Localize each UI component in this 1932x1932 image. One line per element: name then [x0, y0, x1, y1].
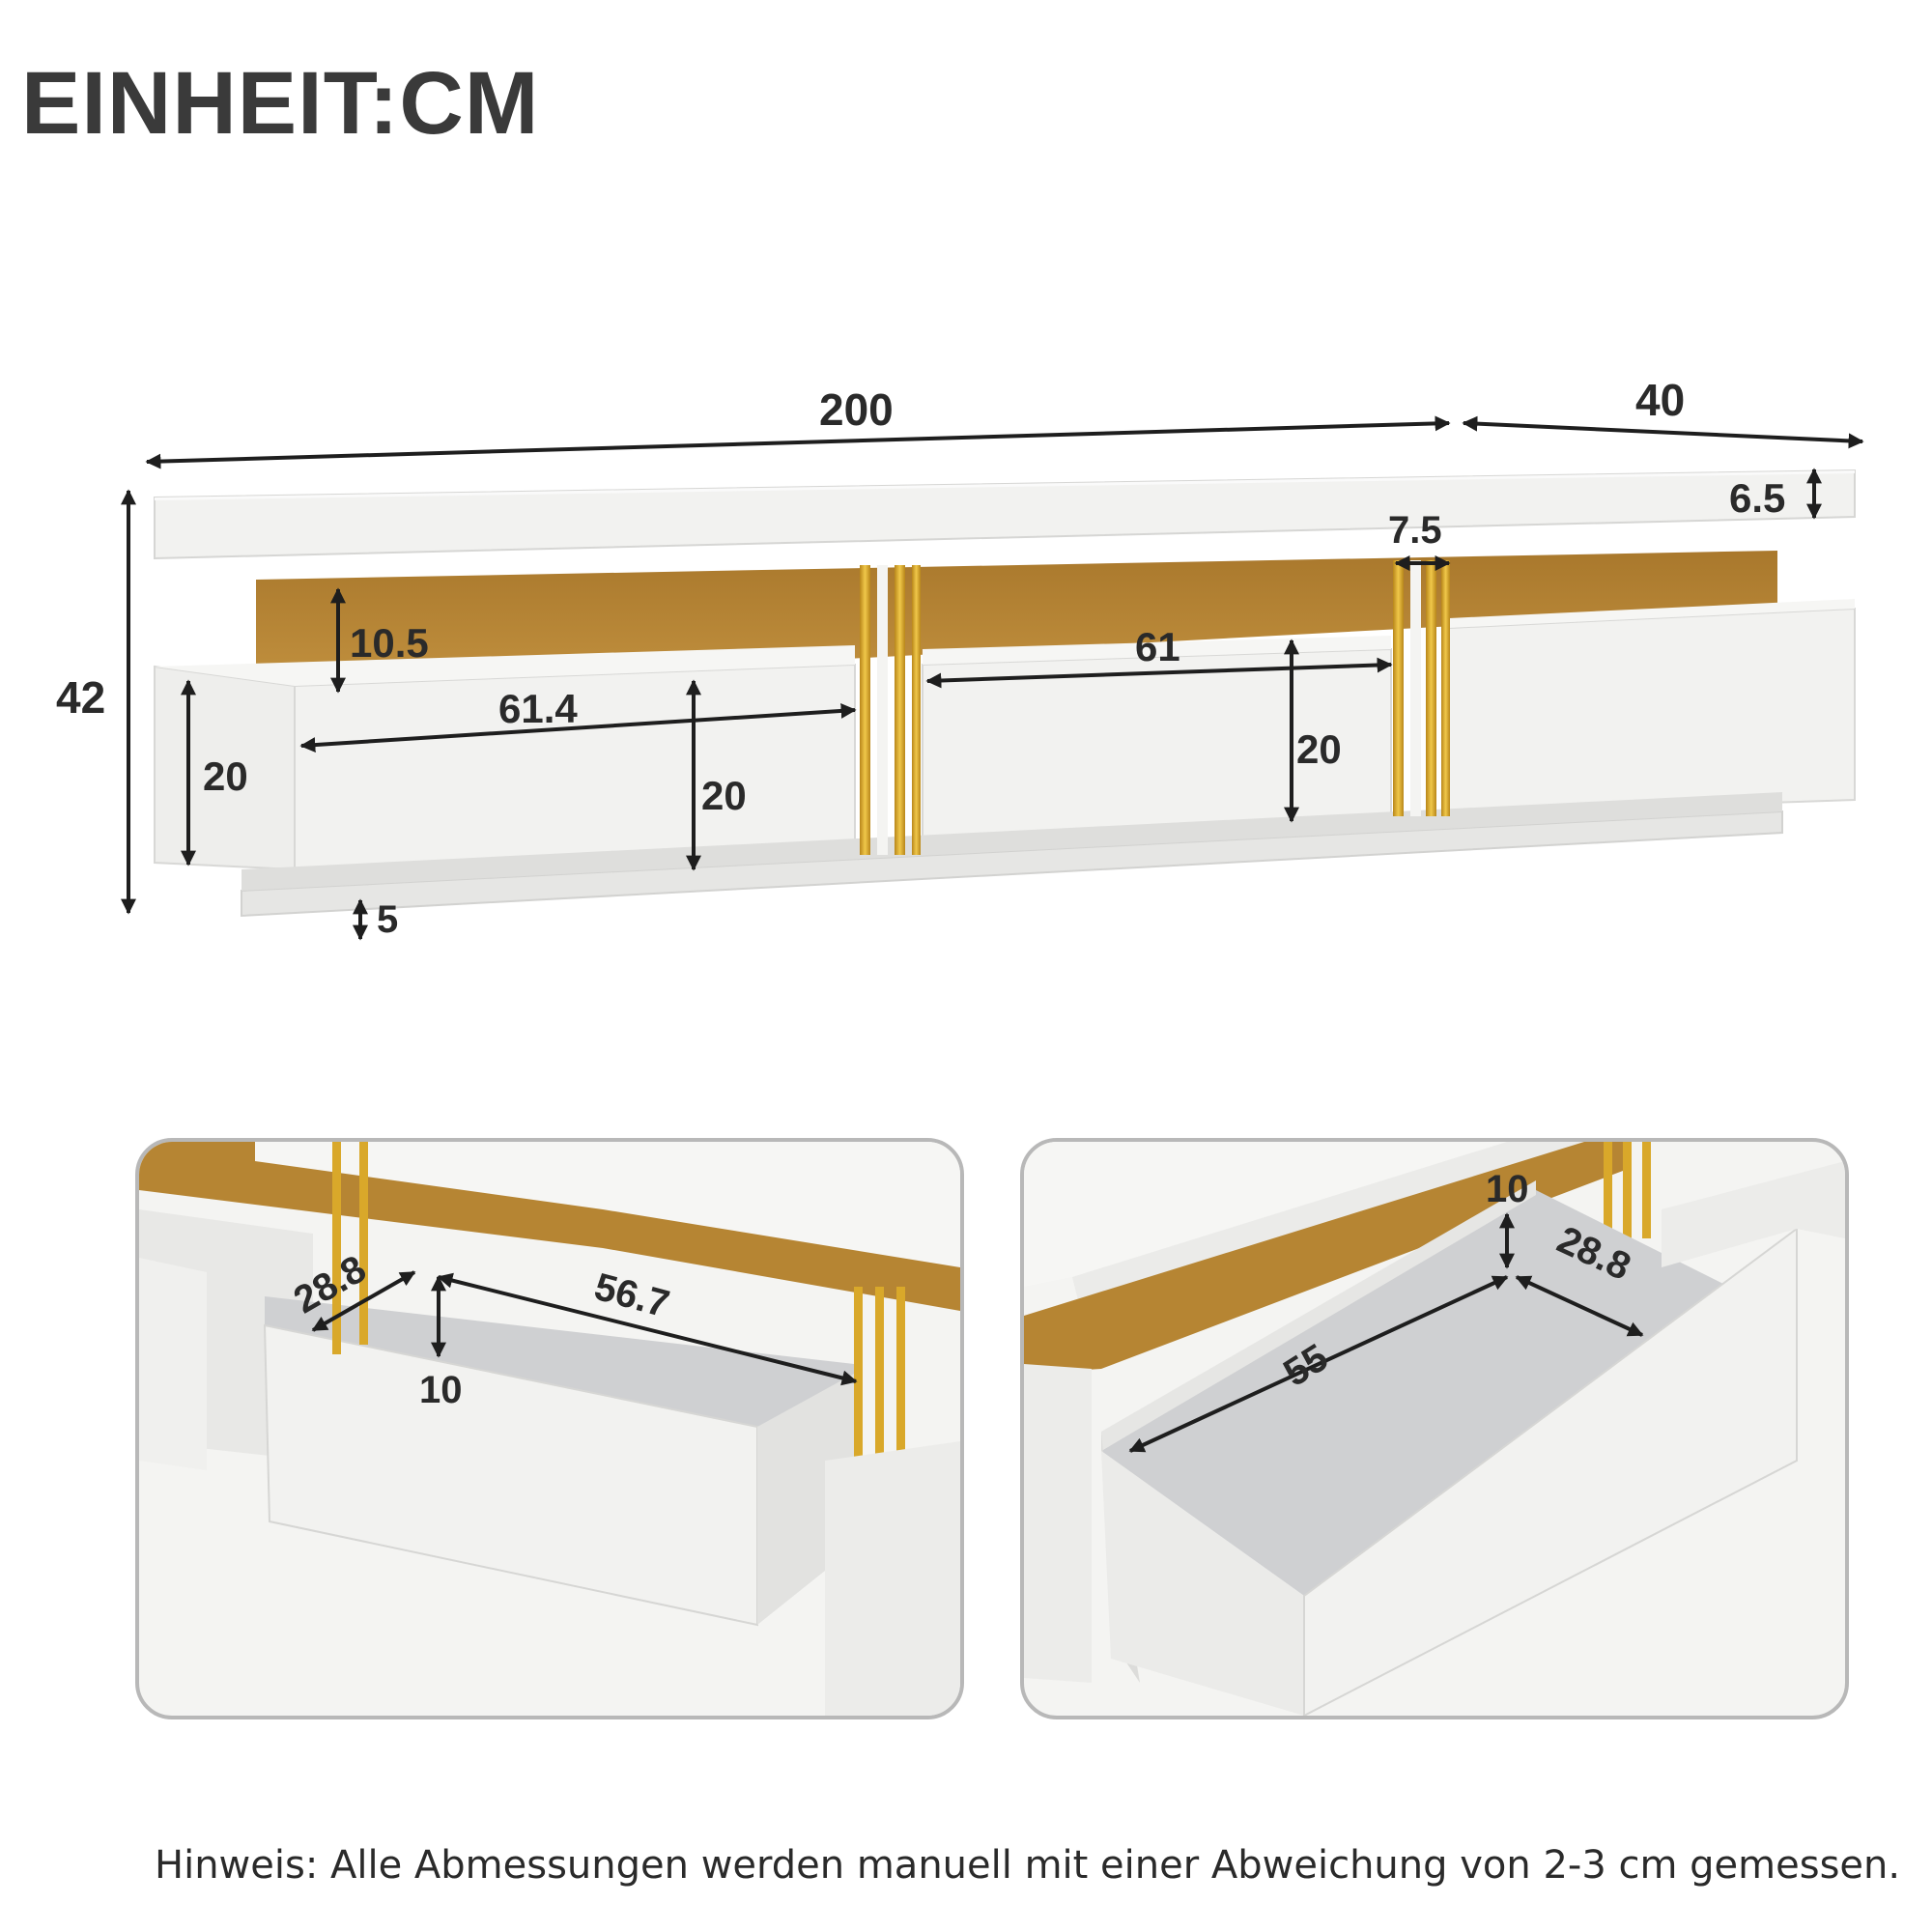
- detail-panel-left: 28.8 56.7 10: [135, 1138, 964, 1719]
- label-top-6-5: 6.5: [1729, 475, 1785, 521]
- label-side-height-20: 20: [203, 753, 248, 799]
- label-base-5: 5: [377, 898, 398, 941]
- base-shadow: [242, 792, 1782, 891]
- label-width-200: 200: [819, 384, 894, 435]
- arrow-left-drawer-61-4: [299, 702, 857, 753]
- left-block-top: [155, 645, 855, 686]
- label-gold-10-5: 10.5: [350, 620, 429, 666]
- label-height-10: 10: [419, 1369, 463, 1411]
- gold-stripes-left: [860, 565, 921, 855]
- arrow-middle-drawer-61: [925, 657, 1393, 689]
- label-height-10: 10: [1486, 1168, 1529, 1210]
- gold-back: [139, 1142, 960, 1311]
- unit-title: EINHEIT:CM: [21, 54, 540, 153]
- right-drawer-front: [1448, 607, 1856, 815]
- label-depth-40: 40: [1635, 375, 1685, 425]
- arrow-width-56-7: [437, 1272, 858, 1386]
- drawer-front: [1303, 1227, 1798, 1716]
- tv-cabinet: [154, 469, 1856, 918]
- right-drawer-detail: 10 28.8 55: [1024, 1142, 1845, 1716]
- label-left-drawer-61-4: 61.4: [498, 686, 578, 731]
- arrow-width-55: [1128, 1275, 1509, 1453]
- label-stripe-7-5: 7.5: [1388, 509, 1442, 552]
- drawer-bottom-side: [1101, 1451, 1304, 1716]
- dimension-labels: 200 40 42 6.5 10.5 7.5 61.4 61 20 20 20 …: [56, 375, 1785, 941]
- top-slab-top: [155, 470, 1855, 500]
- label-height-42: 42: [56, 672, 105, 723]
- dimension-arrows: [121, 415, 1864, 941]
- arrow-depth-28-8: [311, 1270, 416, 1332]
- label-middle-drawer-height-20: 20: [1296, 726, 1342, 772]
- detail-panel-right: 10 28.8 55: [1020, 1138, 1849, 1719]
- gold-stripes-right: [1393, 560, 1450, 816]
- measurement-note: Hinweis: Alle Abmessungen werden manuell…: [155, 1843, 1901, 1888]
- top-slab: [154, 469, 1856, 560]
- right-block-top: [1449, 599, 1855, 628]
- label-left-drawer-height-20: 20: [701, 773, 747, 818]
- label-middle-drawer-61: 61: [1135, 624, 1180, 669]
- middle-block-top: [923, 636, 1391, 665]
- left-drawer-detail: 28.8 56.7 10: [139, 1142, 960, 1716]
- arrow-depth-28-8: [1515, 1275, 1644, 1337]
- arrow-width-200: [145, 415, 1451, 469]
- arrow-depth-40: [1462, 415, 1864, 449]
